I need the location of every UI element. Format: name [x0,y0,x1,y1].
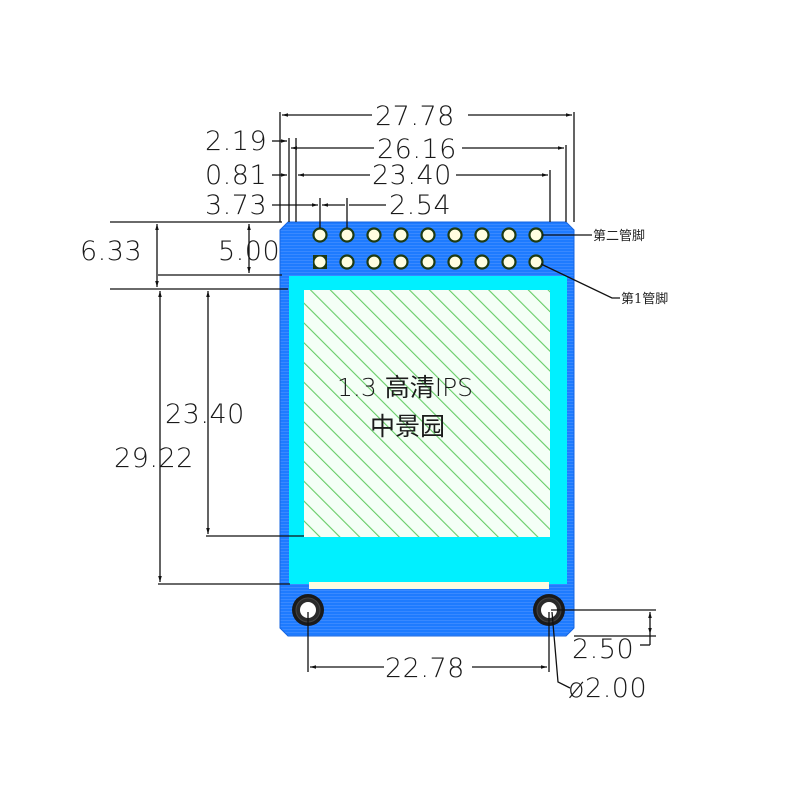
label-pin-row-1: 第1管脚 [621,291,668,307]
dim-left-offset-a: 2.19 [205,126,267,157]
dim-lcd-height: 23.40 [165,399,245,430]
mounting-hole-right [533,594,565,626]
pin-header-row-1 [313,254,544,270]
dim-hole-diameter: ø2.00 [568,673,647,704]
mounting-hole-left [292,594,324,626]
dim-frame-height: 29.22 [114,443,194,474]
lcd-active-area [304,290,550,537]
dim-pin-pitch: 2.54 [389,190,451,221]
dim-header-height-inner: 5.00 [218,236,280,267]
extension-lines-top [279,112,575,228]
lcd-title-text: 1.3 高清IPS [337,373,473,402]
dim-left-offset-b: 0.81 [205,160,267,191]
dim-inner-width: 26.16 [377,134,457,165]
fpc-strip [309,582,549,589]
dim-overall-width: 27.78 [375,101,455,132]
lcd-brand-text: 中景园 [370,412,445,441]
dim-hole-spacing: 22.78 [385,653,465,684]
label-pin-row-2: 第二管脚 [593,228,645,244]
dim-hole-edge-offset: 2.50 [572,634,634,665]
dim-left-offset-c: 3.73 [205,190,267,221]
dim-lcd-width: 23.40 [372,160,452,191]
pin-header-row-2 [312,227,544,243]
dim-header-height-total: 6.33 [80,236,142,267]
